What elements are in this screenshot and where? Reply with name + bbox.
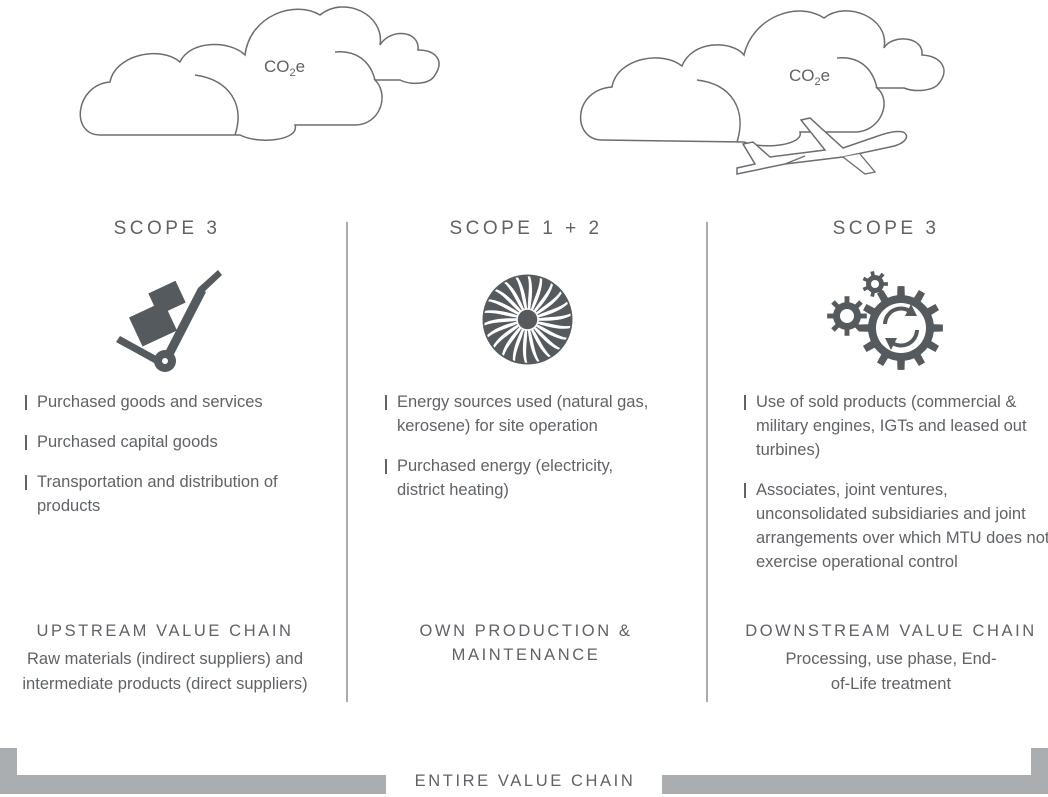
chain-title-own: OWN PRODUCTION & MAINTENANCE: [419, 622, 633, 664]
bullet-bar: [385, 459, 387, 474]
gear-hole: [840, 309, 854, 323]
fan-blade: [538, 313, 571, 321]
fan-blade: [530, 277, 543, 310]
fan-blade: [533, 327, 561, 350]
fan-blade: [488, 299, 519, 315]
bullet-bar: [25, 395, 27, 410]
fan-blade: [522, 330, 528, 363]
cloud-left-icon: [79, 6, 440, 141]
bullet-item: Purchased capital goods: [25, 430, 325, 454]
fan-blade: [530, 329, 551, 358]
bullet-item: Transportation and distribution of produ…: [25, 470, 302, 518]
fan-blade: [494, 289, 522, 312]
gears-cycle-icon: [827, 271, 943, 370]
co2e-label-right: CO2e: [789, 66, 831, 88]
bullet-bar: [744, 483, 746, 498]
bullet-item: Energy sources used (natural gas, kerose…: [385, 390, 672, 438]
fan-blade: [537, 321, 571, 329]
fan-blade: [536, 324, 567, 340]
gear-hole: [871, 280, 879, 288]
co2e-label-left: CO2e: [264, 57, 306, 79]
fan-blade: [512, 329, 525, 362]
fan-blade: [527, 330, 540, 362]
fan-blade: [493, 324, 519, 348]
bullet-bar: [385, 395, 387, 410]
cloud-right-icon: [579, 10, 945, 147]
chain-desc-upstream: Raw materials (indirect suppliers) and i…: [22, 650, 308, 693]
value-chain-bracket: [0, 748, 1048, 794]
fan-blade: [527, 276, 533, 309]
bullet-bar: [744, 395, 746, 410]
bullet-list-upstream: Purchased goods and services Purchased c…: [25, 390, 325, 534]
chain-title-upstream: UPSTREAM VALUE CHAIN: [36, 622, 294, 640]
bullet-bar: [25, 475, 27, 490]
fan-blade: [515, 277, 528, 309]
hand-truck-icon: [116, 270, 222, 372]
fan-blade: [484, 318, 517, 326]
fan-blade: [501, 327, 522, 356]
bullet-list-downstream: Use of sold products (commercial & milit…: [744, 390, 1048, 590]
scope-title-upstream: SCOPE 3: [113, 218, 221, 239]
bullet-item: Use of sold products (commercial & milit…: [744, 390, 1048, 462]
fan-blade: [504, 281, 525, 310]
chain-title-downstream: DOWNSTREAM VALUE CHAIN: [745, 622, 1037, 640]
scope-title-own: SCOPE 1 + 2: [449, 218, 603, 239]
column-divider-1: [346, 222, 348, 702]
airplane-icon: [736, 117, 908, 175]
fan-blade: [484, 310, 518, 318]
turbine-fan-icon: [482, 274, 573, 365]
bullet-item: Purchased energy (electricity, district …: [385, 454, 652, 502]
bullet-item: Associates, joint ventures, unconsolidat…: [744, 478, 1048, 574]
scope-title-downstream: SCOPE 3: [832, 218, 940, 239]
entire-value-chain-label: ENTIRE VALUE CHAIN: [414, 772, 636, 790]
bullet-item: Purchased goods and services: [25, 390, 325, 414]
chain-desc-downstream: Processing, use phase, End-of-Life treat…: [785, 650, 997, 693]
fan-blade: [536, 291, 562, 315]
column-divider-2: [706, 222, 708, 702]
fan-blade: [533, 283, 554, 312]
bullet-list-own: Energy sources used (natural gas, kerose…: [385, 390, 685, 518]
bullet-bar: [25, 435, 27, 450]
fan-blade: [537, 301, 568, 318]
fan-blade: [487, 321, 518, 338]
